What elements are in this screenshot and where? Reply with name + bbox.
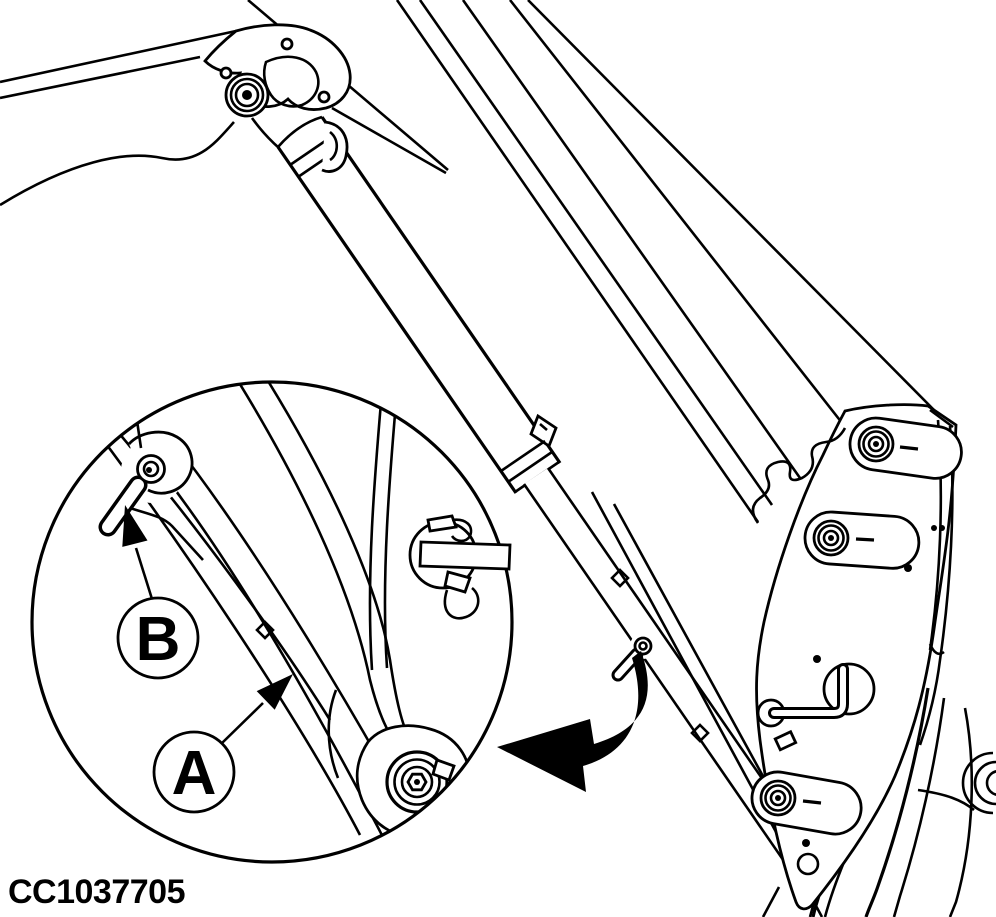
break-squiggle <box>751 427 847 524</box>
cylinder-rod-edge <box>522 483 799 881</box>
pivot-bolt-center <box>242 90 252 100</box>
detail-circle-outline <box>30 380 514 864</box>
boom-hole-diamond <box>690 723 710 743</box>
upper-link-lower-edge <box>331 106 447 175</box>
link-hole <box>280 37 294 51</box>
detail-view: B A <box>30 380 514 864</box>
boom-arm-upper <box>395 0 935 523</box>
hose-clamp <box>321 120 349 173</box>
link-hole <box>317 90 331 104</box>
callout-a-circle <box>152 730 236 814</box>
plate-dot <box>813 655 821 663</box>
callout-a: A <box>152 674 293 814</box>
hose-arc <box>985 770 996 796</box>
indicator-rod-detail <box>408 514 512 620</box>
rod-top-tab <box>426 514 458 533</box>
retainer-tab <box>431 758 456 782</box>
bolt-dash <box>802 799 822 805</box>
callout-b: B <box>116 505 200 680</box>
far-lift-arm <box>0 29 237 207</box>
band-dot <box>939 525 945 531</box>
latch-tab <box>773 729 798 752</box>
end-cap-ring <box>500 439 546 473</box>
callout-b-arrowhead <box>122 505 148 547</box>
hose-arc <box>961 751 994 815</box>
callout-b-circle <box>116 596 200 680</box>
band-dot <box>931 525 937 531</box>
bellcrank-lobe <box>262 55 320 108</box>
callout-b-label: B <box>136 605 181 674</box>
detail-pointer-arrow <box>497 651 648 792</box>
mounting-plate <box>750 403 963 911</box>
plate-dot <box>802 839 810 847</box>
rod-tube <box>418 540 512 571</box>
boom-hole-diamond <box>255 620 275 640</box>
cylinder-cap <box>277 115 323 148</box>
retainer-pin-detail <box>77 406 204 561</box>
bolt-dash <box>899 445 919 451</box>
figure-code: CC1037705 <box>8 873 185 911</box>
link-hole <box>219 66 233 80</box>
plate-dot <box>904 564 912 572</box>
bellcrank-linkage <box>203 23 447 175</box>
callout-a-arrowhead <box>256 674 293 710</box>
hose-arc <box>973 760 996 806</box>
boom-hole-diamond <box>610 568 630 588</box>
plate-hole <box>796 852 820 876</box>
end-cap-ring <box>507 450 553 484</box>
rod-fork <box>443 570 472 594</box>
latch-handle <box>756 662 876 752</box>
callout-a-label: A <box>172 739 217 808</box>
rod-flag <box>443 586 480 620</box>
bolt-dash <box>855 537 875 542</box>
